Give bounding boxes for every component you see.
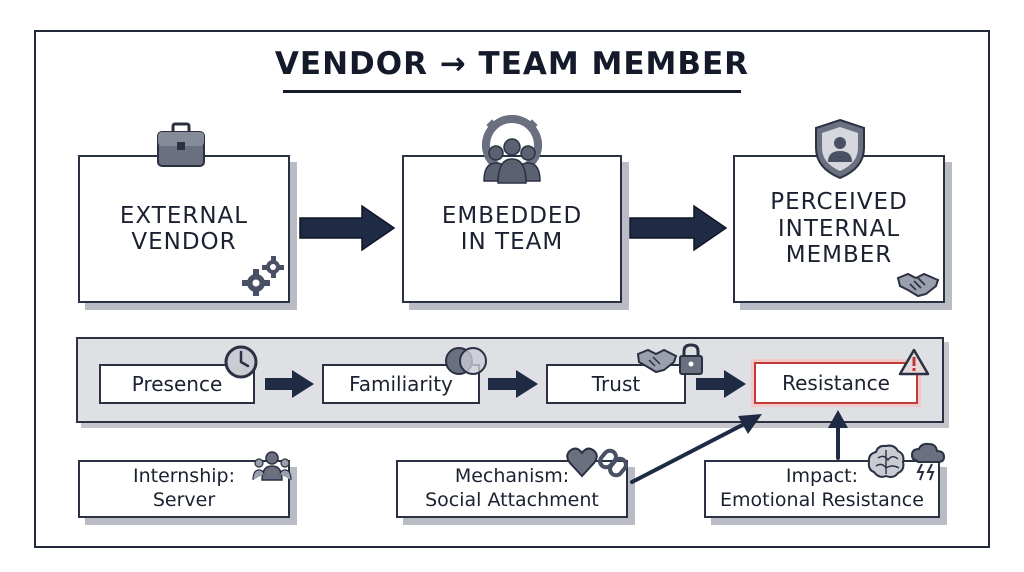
team-gear-icon: [482, 115, 542, 184]
stage-external-vendor: EXTERNAL VENDOR: [78, 155, 290, 303]
note-label: Internship: Server: [133, 465, 235, 511]
handshake-lock-icon: [636, 343, 703, 375]
brain-storm-icon: [867, 442, 946, 481]
note-label: Impact: Emotional Resistance: [720, 465, 924, 511]
flow-label: Resistance: [782, 371, 890, 395]
clock-icon: [224, 345, 258, 379]
mechanism-arrow: [630, 414, 762, 484]
stage-label: EXTERNAL VENDOR: [119, 202, 249, 255]
stage-label: PERCEIVED INTERNAL MEMBER: [770, 189, 908, 269]
overlap-circles-icon: [445, 347, 487, 375]
heart-link-icon: [566, 447, 628, 478]
impact-arrow: [828, 410, 848, 460]
stage-embedded-in-team: EMBEDDED IN TEAM: [402, 155, 622, 303]
flow-label: Familiarity: [349, 372, 453, 396]
flow-arrow-1: [265, 370, 314, 398]
flow-label: Trust: [591, 372, 641, 396]
briefcase-icon: [157, 122, 205, 167]
flow-arrow-3: [696, 370, 746, 398]
stage-arrow-1: [299, 204, 396, 252]
handshake-icon: [896, 272, 940, 298]
flow-resistance: Resistance: [754, 362, 918, 404]
note-mechanism: Mechanism: Social Attachment: [396, 460, 628, 518]
flow-familiarity: Familiarity: [322, 364, 480, 404]
stage-label: EMBEDDED IN TEAM: [441, 202, 583, 255]
note-label: Mechanism: Social Attachment: [425, 465, 599, 511]
warning-icon: [898, 348, 930, 376]
flow-arrow-2: [488, 370, 538, 398]
stage-perceived-internal-member: PERCEIVED INTERNAL MEMBER: [733, 155, 945, 303]
people-icon: [252, 451, 292, 481]
stage-arrow-2: [629, 204, 728, 252]
diagram-title: VENDOR → TEAM MEMBER: [274, 46, 750, 82]
flow-label: Presence: [131, 372, 223, 396]
title-underline: [283, 90, 741, 93]
gears-icon: [242, 256, 284, 296]
shield-user-icon: [815, 118, 865, 180]
flow-trust: Trust: [546, 364, 686, 404]
note-internship: Internship: Server: [78, 460, 290, 518]
